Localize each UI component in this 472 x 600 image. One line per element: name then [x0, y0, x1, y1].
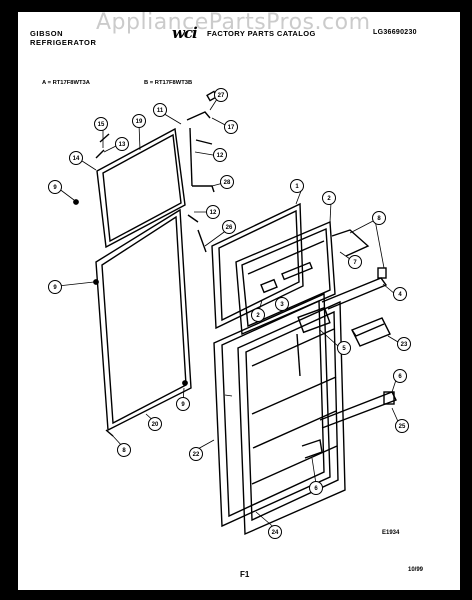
- dairy-bin: [351, 317, 391, 347]
- wci-logo: wci: [172, 24, 198, 42]
- door-rack: [319, 391, 397, 429]
- fresh-food-door-liner: [237, 300, 346, 536]
- callout-5-label: 5: [342, 346, 346, 352]
- freezer-door-panel: [211, 202, 304, 330]
- callout-5: [337, 341, 351, 355]
- callout-24: [268, 525, 282, 539]
- callout-13-label: 13: [119, 142, 126, 148]
- brand-name: GIBSON: [30, 29, 64, 38]
- callout-4: [393, 287, 407, 301]
- callout-9: [48, 280, 62, 294]
- callout-9b: [48, 180, 62, 194]
- model-b: B = RT17F8WT3B: [144, 80, 193, 86]
- callout-12b: [206, 205, 220, 219]
- callout-26: [222, 220, 236, 234]
- callout-7: [348, 255, 362, 269]
- callout-6-label: 6: [398, 374, 402, 380]
- callout-6b: [309, 481, 323, 495]
- callout-20: [148, 417, 162, 431]
- callout-2-label: 2: [327, 196, 331, 202]
- callout-6b-label: 6: [314, 486, 318, 492]
- callout-9-label: 9: [53, 285, 57, 291]
- revision-date: 10/99: [408, 567, 424, 573]
- callout-23: [397, 337, 411, 351]
- callout-19-label: 19: [136, 119, 143, 125]
- product-type: REFRIGERATOR: [30, 38, 97, 47]
- callout-12: [213, 148, 227, 162]
- callout-3: [275, 297, 289, 311]
- callout-3-label: 3: [280, 302, 284, 308]
- callout-17: [224, 120, 238, 134]
- callout-22: [189, 447, 203, 461]
- callout-15-label: 15: [98, 122, 105, 128]
- callout-4-label: 4: [398, 292, 402, 298]
- freezer-door-shelf: [321, 229, 388, 310]
- callout-28: [220, 175, 234, 189]
- callout-27-label: 27: [218, 93, 225, 99]
- callout-24-label: 24: [272, 530, 279, 536]
- callout-14-label: 14: [73, 156, 80, 162]
- callout-20-label: 20: [152, 422, 159, 428]
- callout-9c-label: 9: [181, 402, 185, 408]
- fresh-food-door-panel: [213, 292, 331, 528]
- callout-14: [69, 151, 83, 165]
- callout-22-label: 22: [193, 452, 200, 458]
- callout-9c: [176, 397, 190, 411]
- callout-2: [322, 191, 336, 205]
- callout-19: [132, 114, 146, 128]
- callout-27: [214, 88, 228, 102]
- freezer-door-liner: [235, 220, 336, 336]
- page-number: F1: [240, 570, 250, 579]
- callout-1: [290, 179, 304, 193]
- callout-1-label: 1: [295, 184, 299, 190]
- callout-8: [372, 211, 386, 225]
- callout-8b-label: 8: [122, 448, 126, 454]
- catalog-title: FACTORY PARTS CATALOG: [207, 29, 316, 38]
- callout-12-label: 12: [217, 153, 224, 159]
- callout-26-label: 26: [226, 225, 233, 231]
- screw-parts: [73, 133, 188, 437]
- watermark-text: AppliancePartsPros.com: [96, 10, 371, 35]
- model-a: A = RT17F8WT3A: [42, 80, 90, 86]
- callout-2b: [251, 308, 265, 322]
- callout-8b: [117, 443, 131, 457]
- upper-hinge-parts: [186, 90, 218, 253]
- leader-lines: [57, 95, 401, 531]
- callout-11-label: 11: [157, 108, 164, 114]
- callout-25: [395, 419, 409, 433]
- callout-11: [153, 103, 167, 117]
- callout-8-label: 8: [377, 216, 381, 222]
- door-stop-parts: [301, 439, 323, 459]
- freezer-door-gasket: [96, 127, 186, 249]
- callout-12b-label: 12: [210, 210, 217, 216]
- figure-code: E1934: [382, 530, 400, 536]
- callout-28-label: 28: [224, 180, 231, 186]
- callout-23-label: 23: [401, 342, 408, 348]
- callout-6: [393, 369, 407, 383]
- document-number: LG36690230: [373, 29, 417, 36]
- callout-17-label: 17: [228, 125, 235, 131]
- callout-15: [94, 117, 108, 131]
- callout-7-label: 7: [353, 260, 357, 266]
- callout-2b-label: 2: [256, 313, 260, 319]
- callout-9b-label: 9: [53, 185, 57, 191]
- callout-13: [115, 137, 129, 151]
- callout-25-label: 25: [399, 424, 406, 430]
- fresh-food-door-gasket: [95, 208, 192, 432]
